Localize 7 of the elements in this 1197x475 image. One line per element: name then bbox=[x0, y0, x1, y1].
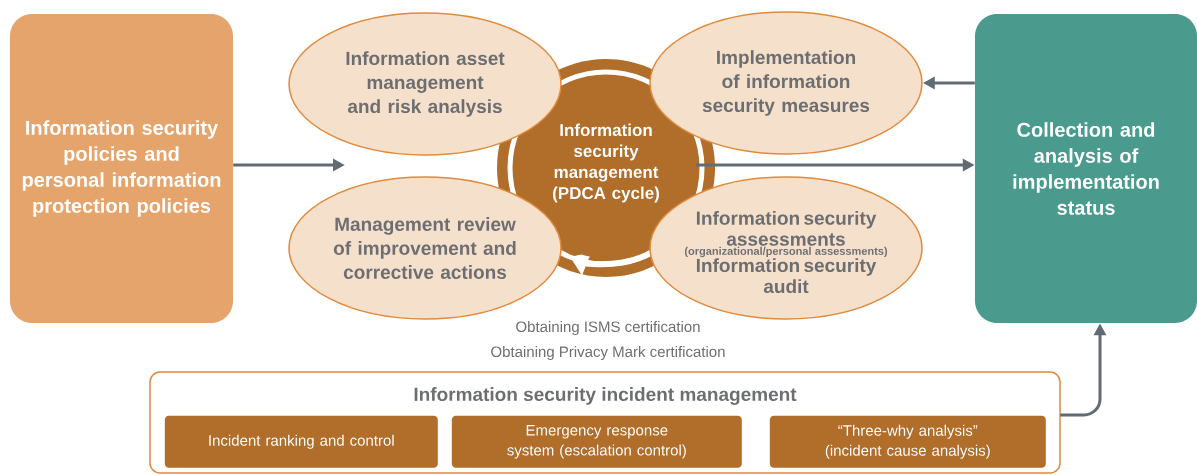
process-box: Emergency response system (escalation control) bbox=[451, 415, 742, 468]
status-box: Collection and analysis of implementation status bbox=[975, 14, 1197, 323]
note-text: Obtaining ISMS certification bbox=[516, 321, 700, 335]
note-text: Obtaining Privacy Mark certification bbox=[491, 346, 725, 360]
process-box: Incident ranking and control bbox=[164, 415, 438, 468]
policy-box: Information security policies and personal information protection policies bbox=[10, 14, 233, 323]
process-box: “Three-why analysis” (incident cause analysis) bbox=[769, 415, 1046, 468]
